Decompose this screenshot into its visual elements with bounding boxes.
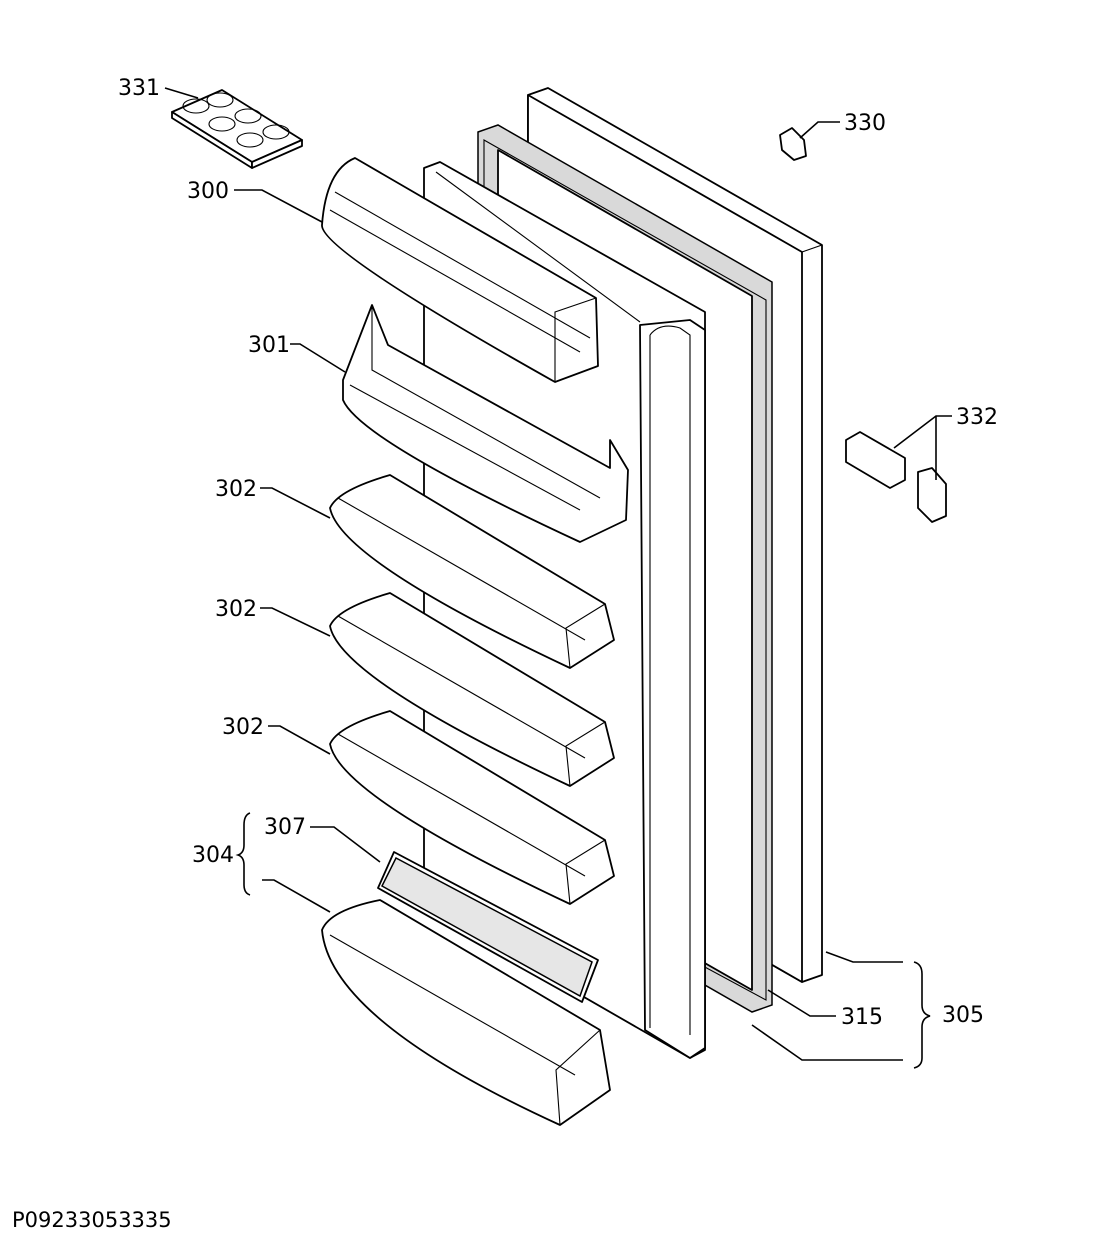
dairy-compartment: [342, 304, 629, 543]
door-shelf-2: [329, 592, 615, 787]
label-302-top: 302: [215, 477, 257, 502]
label-302-lower: 302: [222, 715, 264, 740]
label-301: 301: [248, 333, 290, 358]
drawing-code: P09233053335: [12, 1208, 172, 1232]
dairy-lid: [321, 157, 599, 383]
door-shelf-1: [329, 474, 615, 669]
label-307: 307: [264, 815, 306, 840]
label-315: 315: [841, 1005, 883, 1030]
label-332: 332: [956, 405, 998, 430]
label-330: 330: [844, 111, 886, 136]
label-304: 304: [192, 843, 234, 868]
label-331: 331: [118, 76, 160, 101]
label-302-middle: 302: [215, 597, 257, 622]
door-shelf-3: [329, 710, 615, 905]
egg-tray: [171, 89, 303, 169]
bottle-shelf: [321, 899, 611, 1126]
hinge-parts: [845, 431, 947, 523]
leader-lines: [164, 87, 952, 1069]
label-300: 300: [187, 179, 229, 204]
label-305: 305: [942, 1003, 984, 1028]
small-cap: [779, 127, 807, 161]
shelf-front-guard: [377, 851, 599, 1003]
